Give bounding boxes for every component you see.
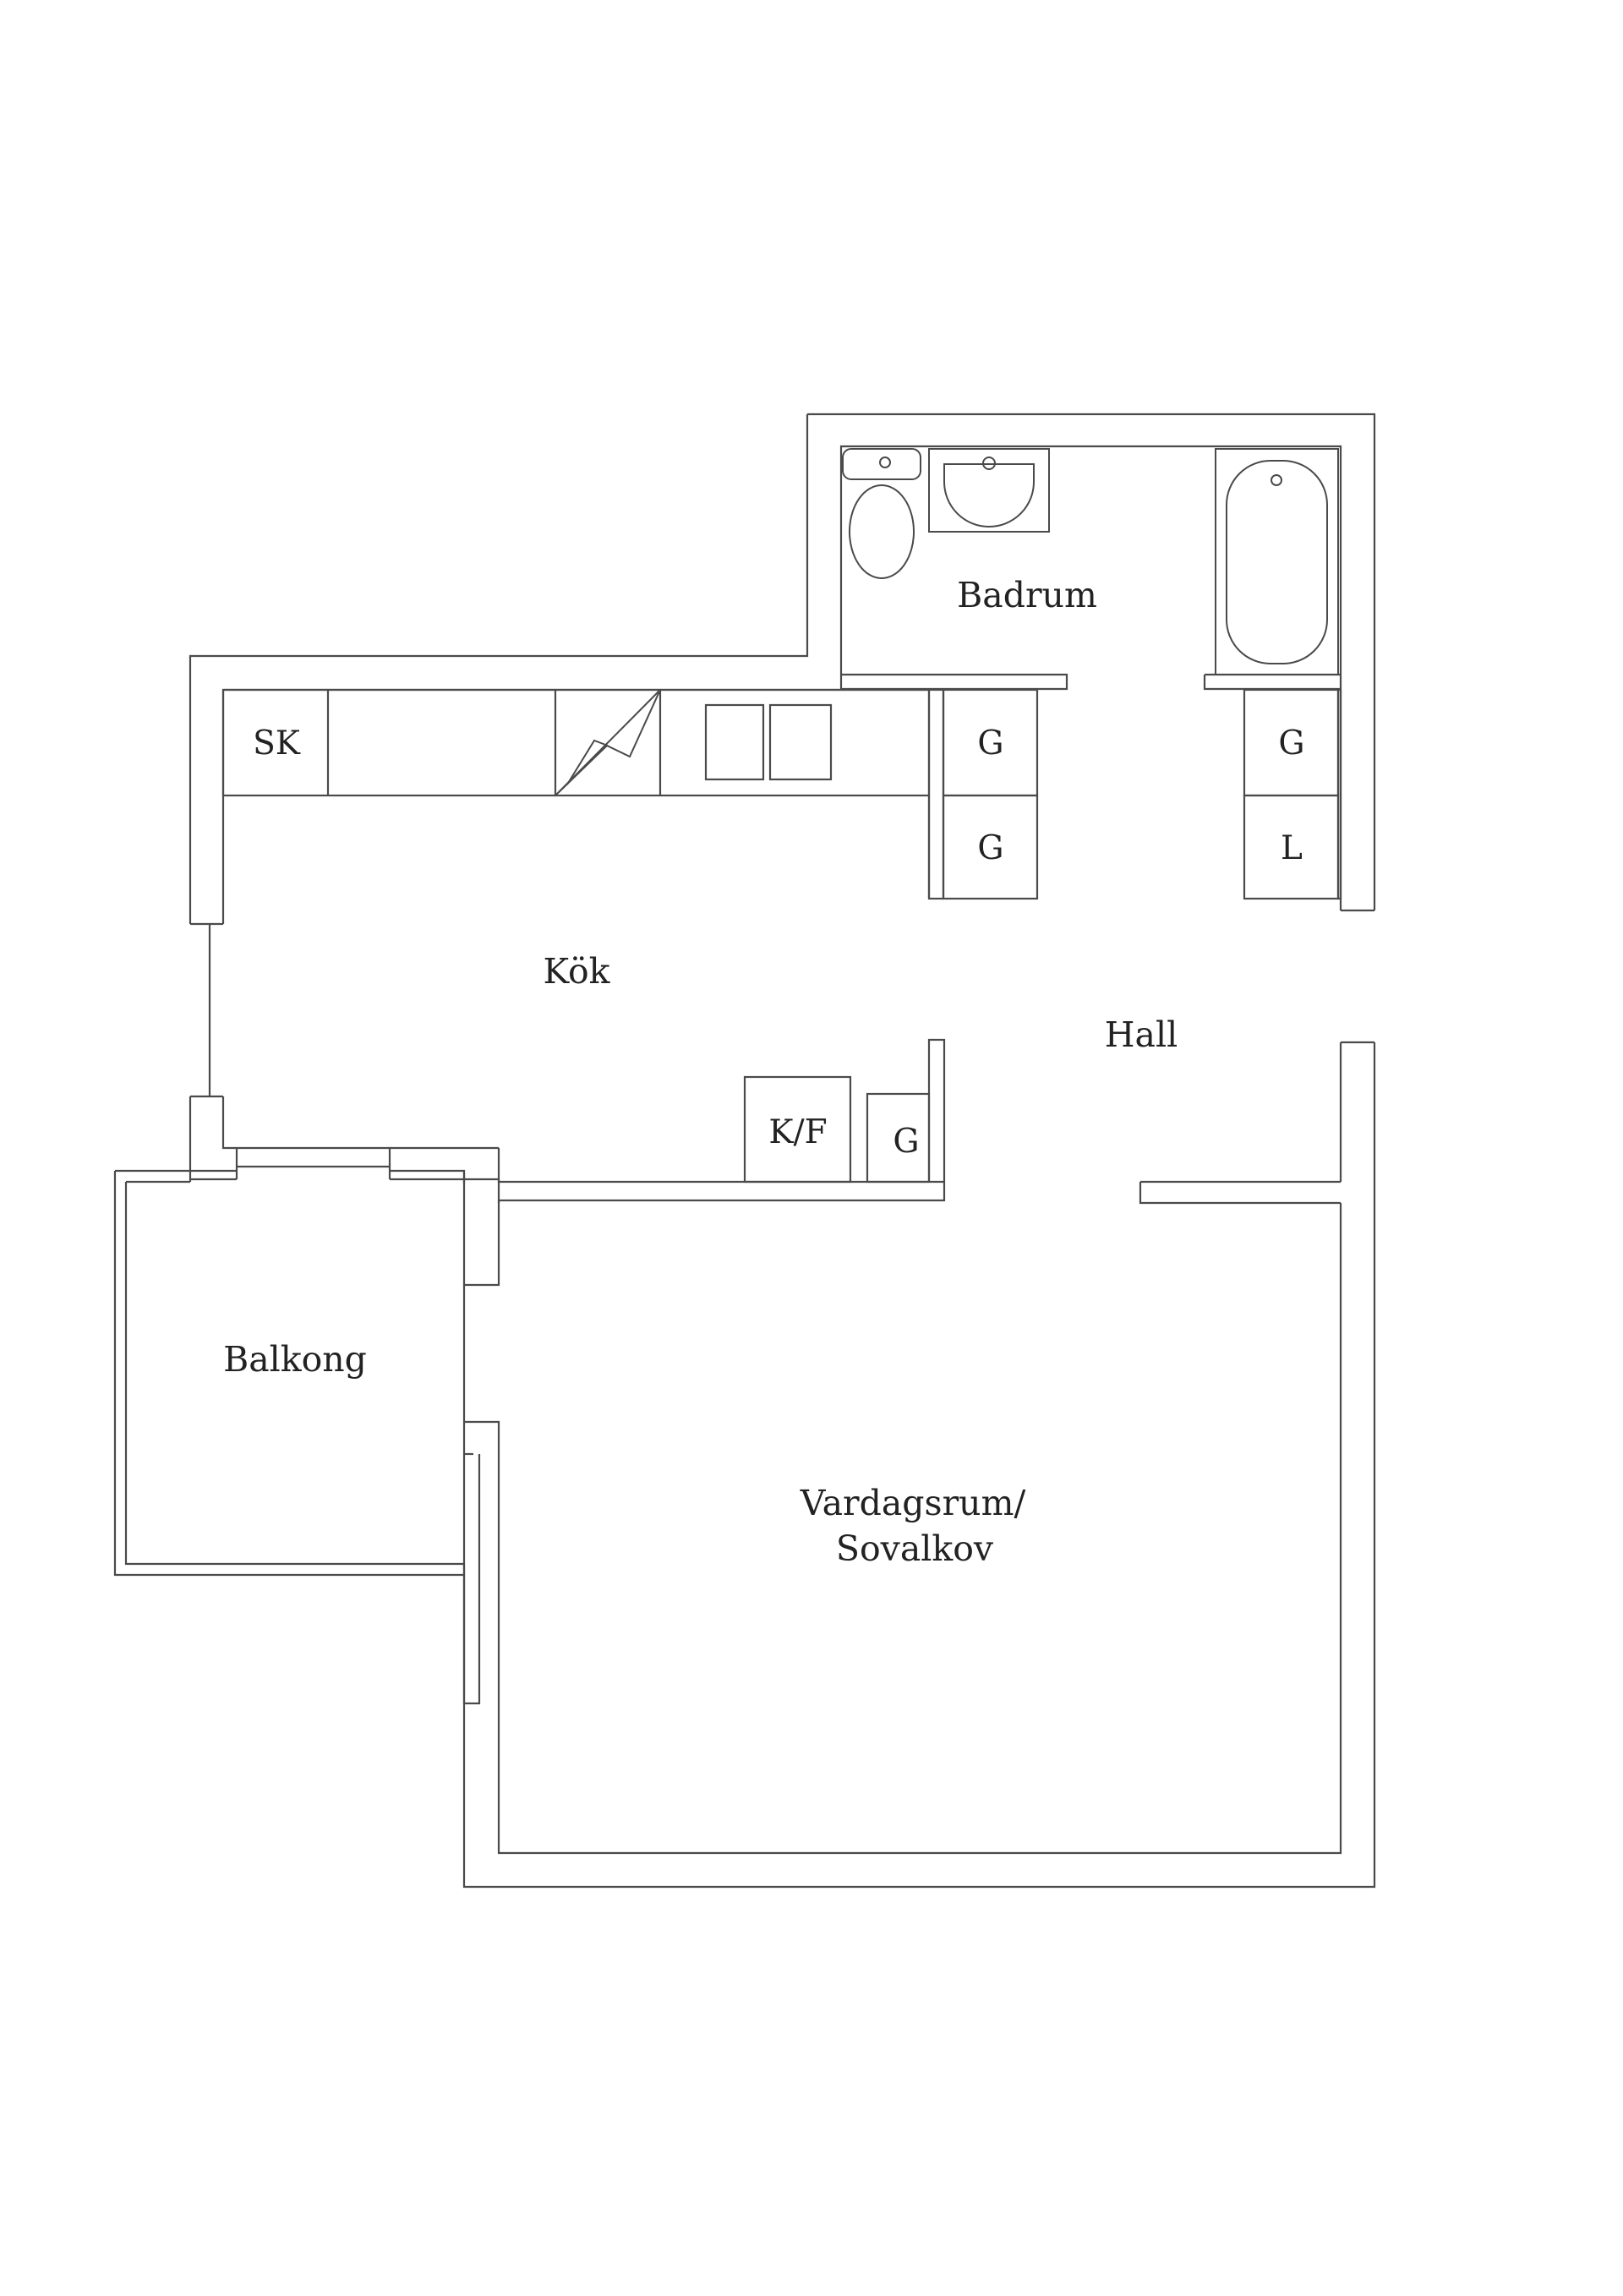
fridge-freezer: [743, 1075, 852, 1184]
wardrobes: [743, 688, 1342, 1184]
room-label-balkong: Balkong: [223, 1339, 367, 1380]
room-label-badrum: Badrum: [957, 575, 1097, 615]
room-label-kok: Kök: [543, 951, 610, 992]
toilet-icon: [842, 448, 921, 579]
balcony: [113, 1169, 464, 1577]
sink-basin-right: [768, 703, 833, 781]
fixture-label-sk: SK: [253, 724, 301, 763]
bathtub-icon: [1215, 448, 1339, 675]
fixture-label-g4: G: [893, 1123, 919, 1161]
fixture-label-g2: G: [977, 829, 1003, 867]
outer-walls: [189, 413, 1376, 1889]
sink-icon: [928, 448, 1050, 533]
lightning-icon: [555, 689, 661, 796]
sink-basin-left: [704, 703, 765, 781]
wardrobe-g2: [942, 794, 1039, 900]
bathroom-fixtures: [842, 448, 1339, 675]
fixture-label-g1: G: [977, 724, 1003, 763]
fixture-label-g3: G: [1278, 724, 1304, 763]
kitchen-counter: [221, 688, 931, 899]
room-label-hall: Hall: [1105, 1014, 1178, 1055]
fixture-label-l: L: [1281, 829, 1303, 867]
interior-walls: [223, 445, 1342, 1205]
room-label-vardagsrum: Vardagsrum/: [800, 1483, 1026, 1523]
room-label-sovalkov: Sovalkov: [836, 1528, 994, 1569]
fixture-label-kf: K/F: [768, 1113, 827, 1151]
